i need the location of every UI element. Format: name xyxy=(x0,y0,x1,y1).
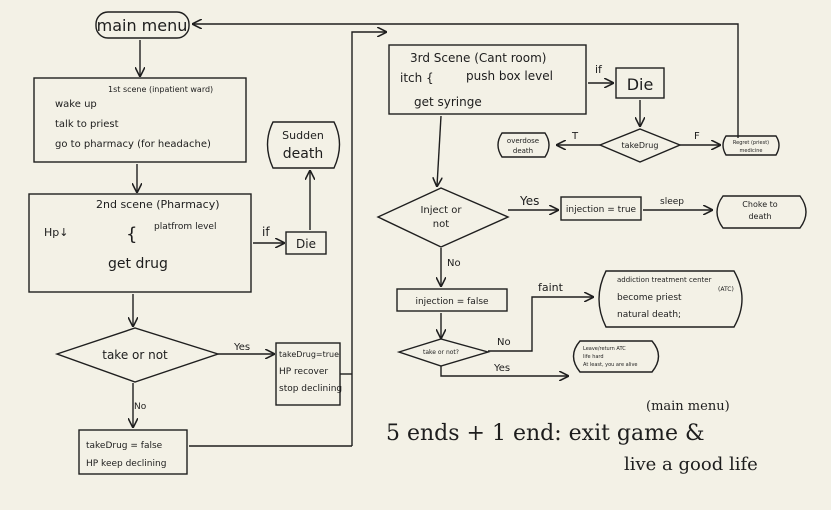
scene2-brace: { xyxy=(126,224,137,245)
faint-label: faint xyxy=(538,281,564,294)
scene2-box xyxy=(28,193,252,293)
sudden-death-line-2: death xyxy=(283,146,323,162)
addiction-node xyxy=(598,270,743,328)
takedrug-true-line-1: takeDrug=true xyxy=(279,350,339,359)
takedrug-false-line-2: HP keep declining xyxy=(86,459,166,469)
takedrug-false-line-1: takeDrug = false xyxy=(86,441,163,451)
scene3-get: get syringe xyxy=(414,95,482,109)
scene1-title: 1st scene (inpatient ward) xyxy=(108,85,213,94)
leave-node xyxy=(572,340,660,373)
scene1-line-1: wake up xyxy=(55,99,97,110)
if-label-1: if xyxy=(262,225,270,239)
scene1-box xyxy=(33,77,247,163)
no-label-2: No xyxy=(447,258,461,269)
die-box-1 xyxy=(285,231,327,255)
takedrug-true-line-3: stop declining xyxy=(279,384,342,394)
main-menu-note: (main menu) xyxy=(646,399,730,414)
inj-true-label: injection = true xyxy=(566,205,637,215)
no-label-1: No xyxy=(134,402,147,412)
overdose-line-1: overdose xyxy=(507,137,539,145)
inject-line-2: not xyxy=(433,219,449,230)
scene2-platform: platfrom level xyxy=(154,222,216,232)
no-label-3: No xyxy=(497,337,511,348)
leave-line-1: Leave/return ATC xyxy=(583,346,626,352)
return-to-menu-arrow xyxy=(193,24,739,138)
arrow-scene3-to-inject xyxy=(437,115,441,186)
inj-false-box xyxy=(396,288,508,312)
scene2-title: 2nd scene (Pharmacy) xyxy=(96,198,220,211)
regret-line-1: Regret (priest) xyxy=(733,140,769,146)
scene3-box xyxy=(388,44,587,115)
f-label: F xyxy=(694,131,700,142)
t-label: T xyxy=(571,131,579,142)
overdose-death-node xyxy=(497,132,550,158)
arrow-no-to-addiction xyxy=(488,297,593,352)
scene3-push: push box level xyxy=(466,69,553,83)
leave-line-3: At least, you are alive xyxy=(583,362,638,368)
regret-node xyxy=(722,135,780,156)
die-label-1: Die xyxy=(296,237,316,251)
inj-true-box xyxy=(560,196,642,221)
scene2-hp: Hp↓ xyxy=(44,226,68,239)
main-menu-node xyxy=(95,11,190,39)
takedrug-decision-label: takeDrug xyxy=(622,141,659,150)
choke-node xyxy=(716,195,807,229)
die-box-2 xyxy=(615,67,665,99)
take-or-not-label: take or not xyxy=(102,348,168,362)
takedrug-true-line-2: HP recover xyxy=(279,367,328,377)
scene3-title: 3rd Scene (Cant room) xyxy=(410,51,546,65)
inject-line-1: Inject or xyxy=(420,205,462,216)
overdose-line-2: death xyxy=(513,147,533,155)
inject-decision xyxy=(376,187,510,248)
scene3-itch: itch { xyxy=(400,71,434,85)
addiction-line-4: natural death; xyxy=(617,310,681,320)
main-menu-label: main menu xyxy=(97,16,188,35)
addiction-line-3: become priest xyxy=(617,293,682,303)
trunk-to-scene3-arrow xyxy=(351,32,386,446)
sudden-death-node xyxy=(266,121,341,169)
live-note: live a good life xyxy=(624,454,758,475)
take-or-not-2-label: take or not? xyxy=(423,349,459,356)
ends-note: 5 ends + 1 end: exit game & xyxy=(386,421,705,446)
die-label-2: Die xyxy=(627,75,654,94)
addiction-line-1: addiction treatment center xyxy=(617,276,712,284)
arrow-yes-to-leave xyxy=(440,366,568,376)
scene1-line-3: go to pharmacy (for headache) xyxy=(55,139,211,150)
leave-line-2: life hard xyxy=(583,354,604,360)
if-label-2: if xyxy=(595,63,603,76)
addiction-line-2: (ATC) xyxy=(718,286,734,293)
scene1-line-2: talk to priest xyxy=(55,119,119,130)
yes-label-1: Yes xyxy=(233,342,250,353)
sleep-label: sleep xyxy=(660,197,684,207)
scene2-get: get drug xyxy=(108,256,168,272)
sudden-death-line-1: Sudden xyxy=(282,129,324,142)
choke-line-1: Choke to xyxy=(742,200,778,209)
yes-label-2: Yes xyxy=(519,194,539,208)
take-or-not-2-decision xyxy=(396,338,491,367)
regret-line-2: medicine xyxy=(740,148,763,154)
inj-false-label: injection = false xyxy=(415,297,489,307)
choke-line-2: death xyxy=(748,212,771,221)
takedrug-false-box xyxy=(78,429,188,475)
yes-label-3: Yes xyxy=(493,363,510,374)
